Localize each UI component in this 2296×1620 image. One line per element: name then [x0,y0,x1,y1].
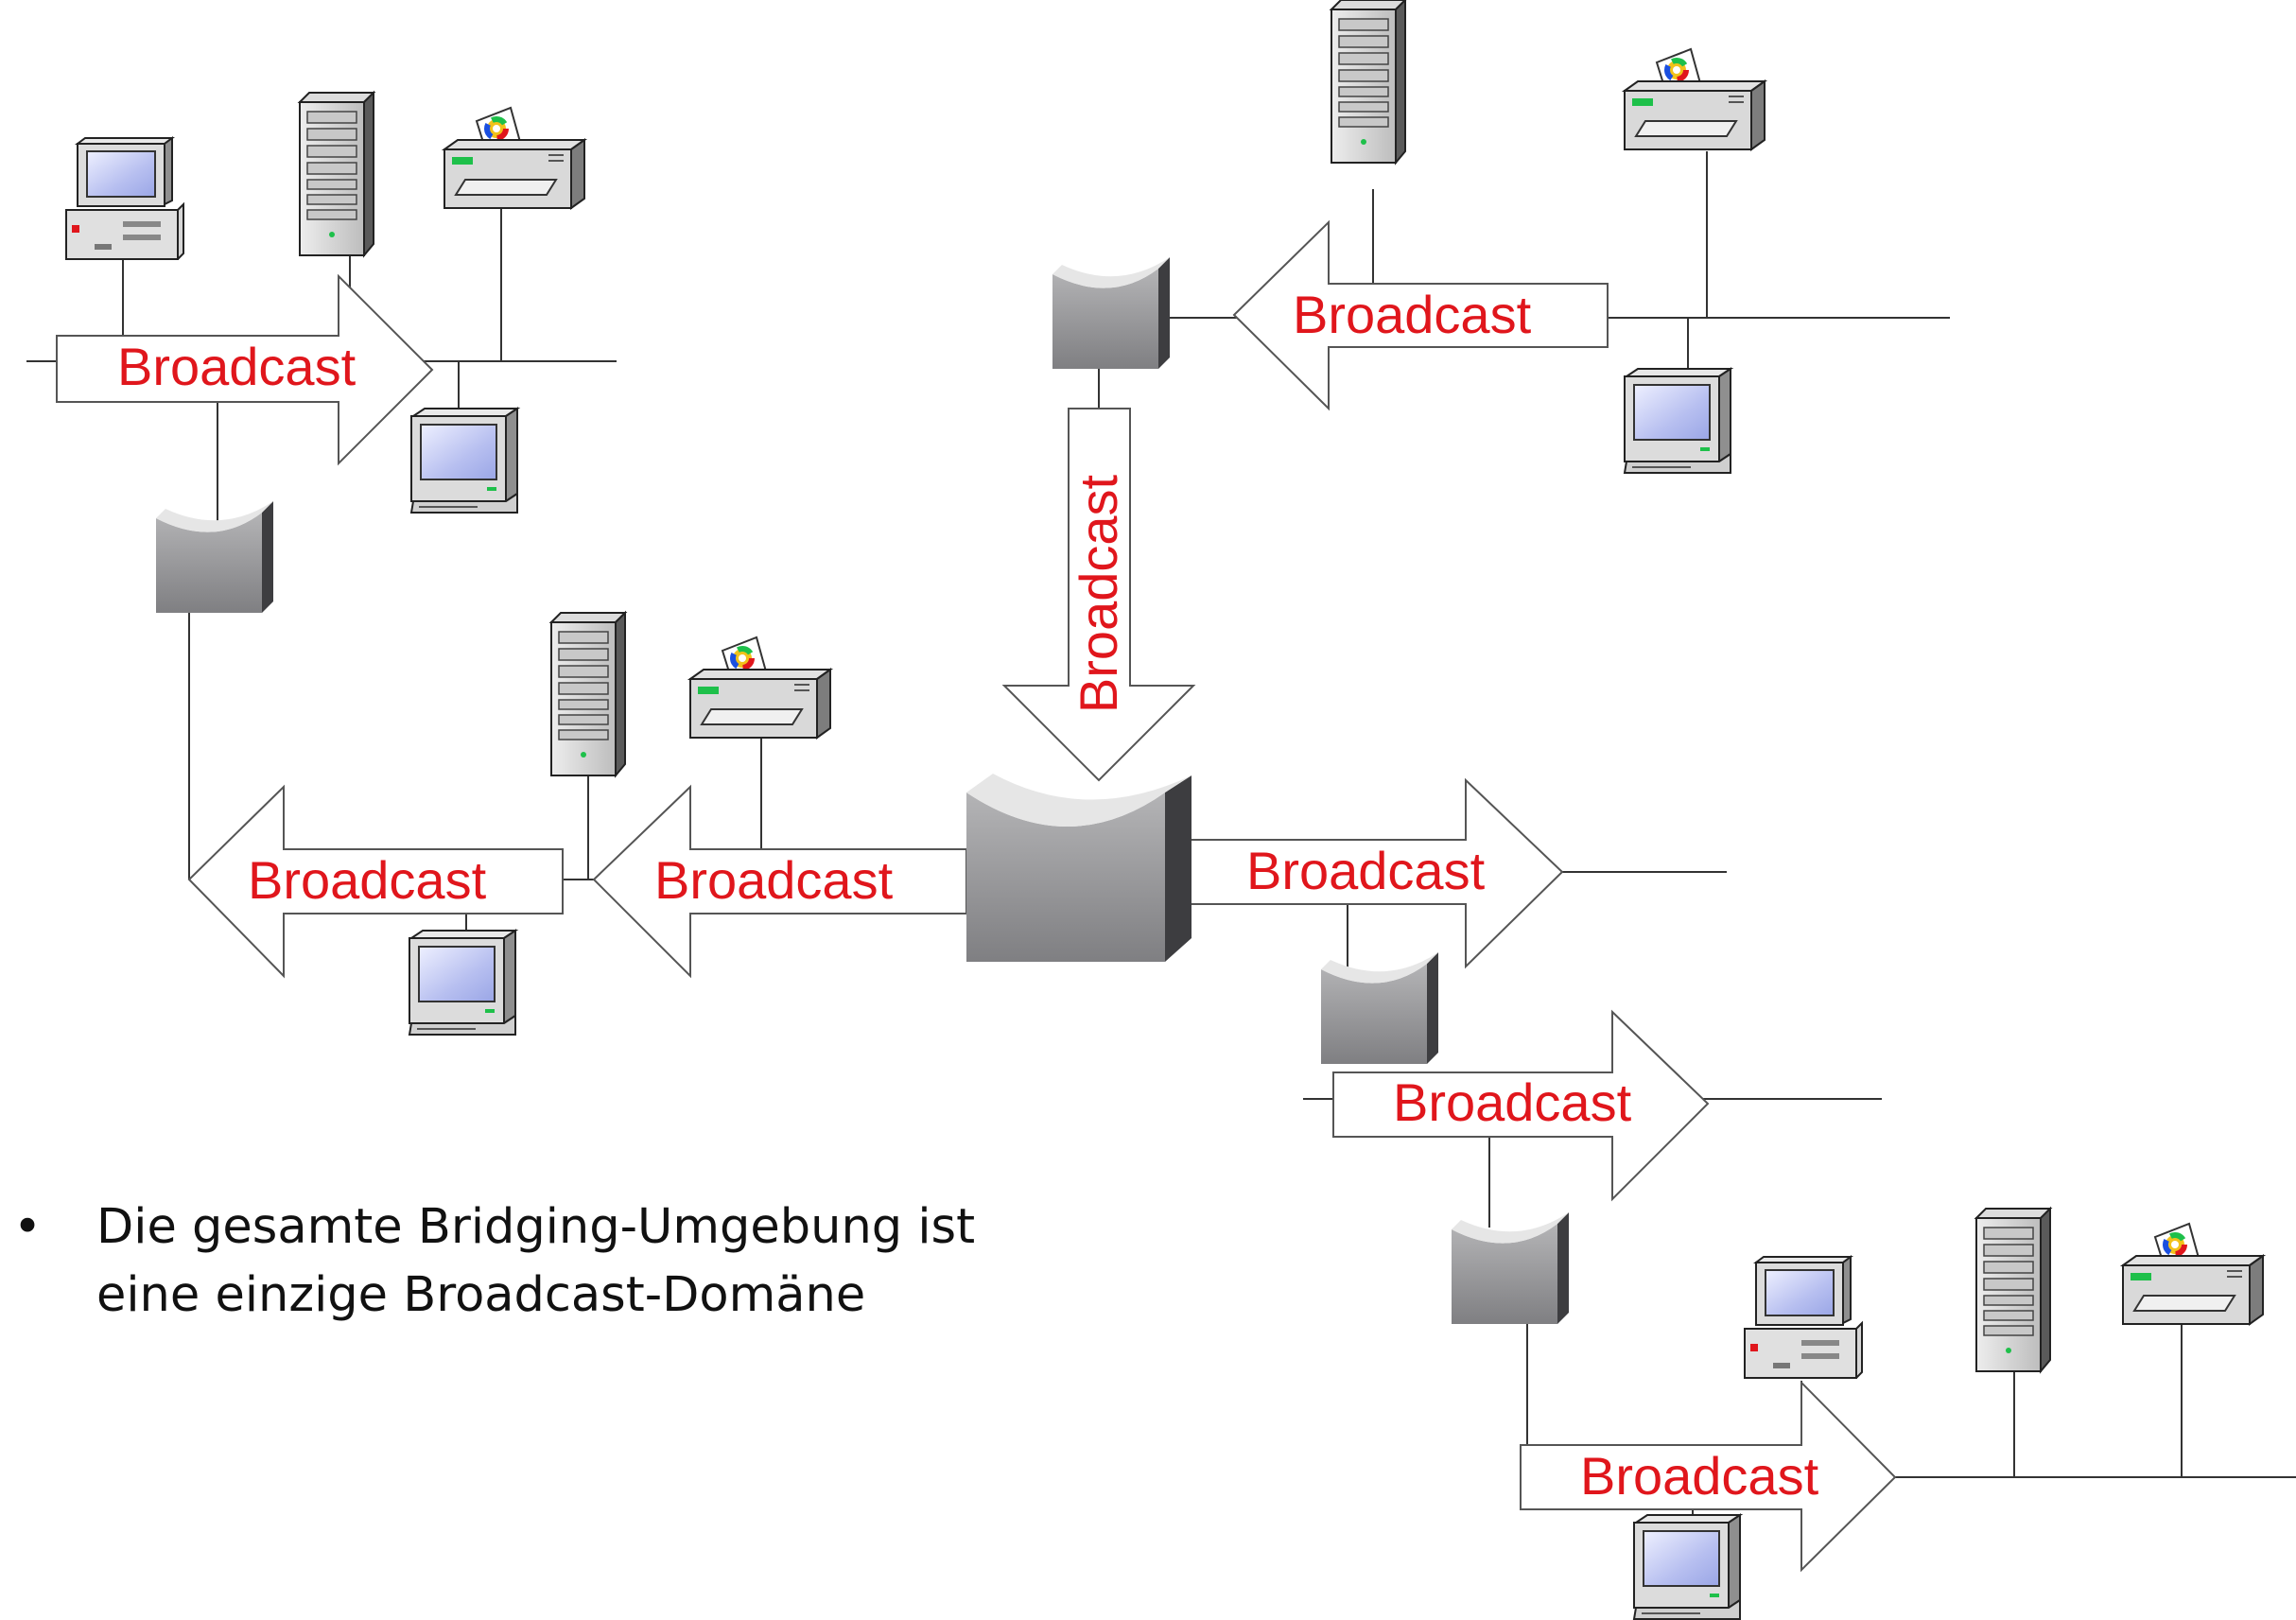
caption-line-1: Die gesamte Bridging-Umgebung ist [96,1199,976,1255]
broadcast-arrow-d: Broadcast [1186,777,1564,969]
svg-text:Broadcast: Broadcast [248,850,487,910]
broadcast-arrow-b2: Broadcast [592,784,967,979]
server-tower-icon [299,92,374,256]
desktop-pc-icon [65,137,184,260]
desktop-pc-icon [1744,1256,1863,1379]
pc-icon [409,930,516,1036]
broadcast-arrow-b1: Broadcast [187,784,564,979]
broadcast-arrow-e: Broadcast [1332,1009,1710,1202]
bridge-icon [1052,257,1170,369]
svg-text:Broadcast: Broadcast [1580,1446,1819,1506]
broadcast-arrow-down: Broadcast [1001,408,1196,782]
caption-line-2: eine einzige Broadcast-Domäne [96,1267,866,1323]
printer-icon [444,108,584,208]
svg-text:Broadcast: Broadcast [1246,841,1486,900]
svg-text:Broadcast: Broadcast [117,337,357,396]
svg-text:Broadcast: Broadcast [1293,285,1532,344]
printer-icon [690,637,830,738]
broadcast-arrow-c: Broadcast [1232,219,1609,411]
server-tower-icon [1331,0,1406,164]
bridge-icon [156,501,273,613]
broadcast-arrow-a: Broadcast [56,273,434,466]
svg-text:Broadcast: Broadcast [1393,1072,1632,1132]
central-bridge-icon [966,774,1191,962]
bridge-icon [1452,1212,1569,1324]
server-tower-icon [550,612,626,776]
bullet: • [13,1199,43,1255]
pc-icon [1624,368,1731,474]
broadcast-arrow-f: Broadcast [1520,1380,1897,1573]
svg-text:Broadcast: Broadcast [1069,474,1128,713]
server-tower-icon [1975,1208,2051,1372]
printer-icon [1625,49,1765,149]
svg-text:Broadcast: Broadcast [654,850,894,910]
pc-icon [410,408,518,514]
bridge-icon [1321,952,1438,1064]
printer-icon [2123,1224,2263,1324]
pc-icon [1633,1514,1741,1620]
